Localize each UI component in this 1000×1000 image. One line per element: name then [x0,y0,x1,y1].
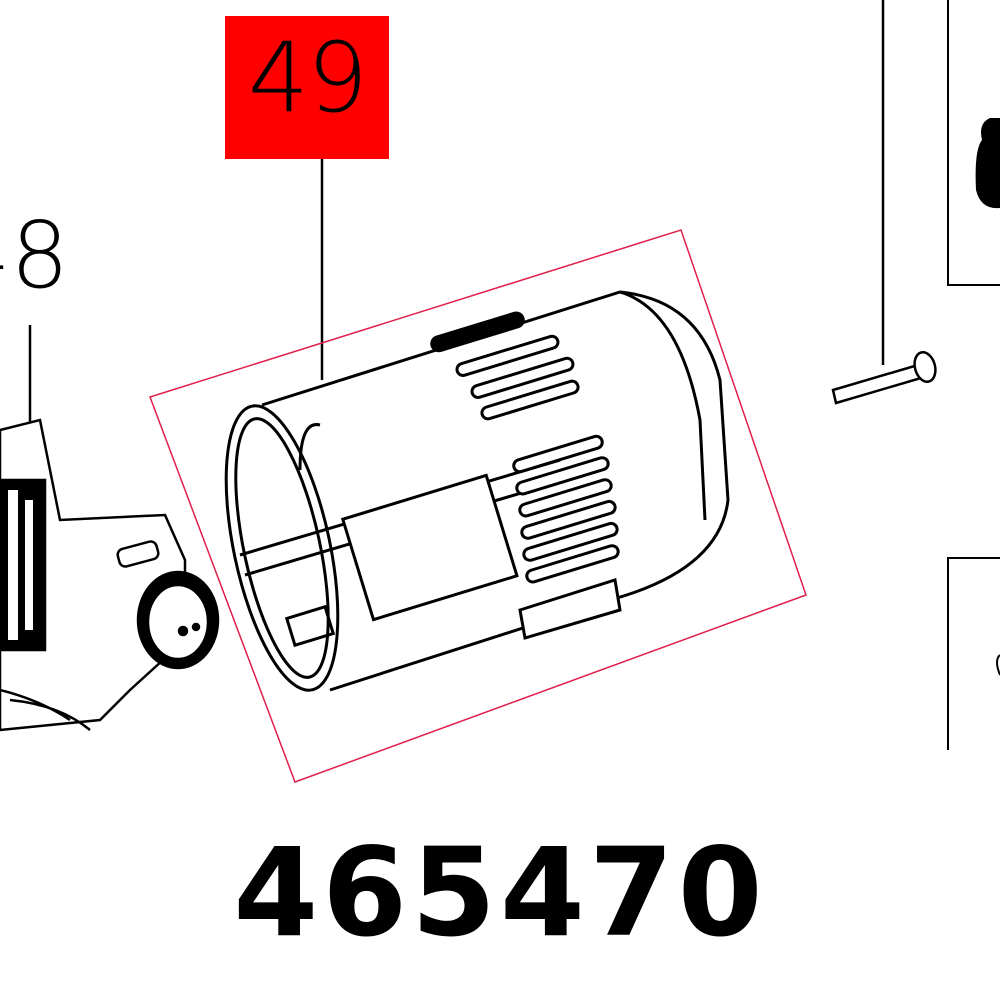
callout-48-label: 48 [0,202,70,309]
adjacent-detail-fragment [996,654,1000,676]
selection-frame [149,229,807,783]
part-number: 465470 [233,822,767,964]
housing-vents [430,311,620,584]
motor-housing-cover [224,290,730,692]
callout-49-label: 49 [247,22,368,134]
callout-49-highlight [225,16,389,159]
adjacent-motor-assembly [0,418,220,732]
adjacent-detail-part [975,118,1000,209]
screw [831,351,937,405]
adjacent-detail-frame-bottom [947,557,1000,750]
adjacent-detail-frame-top [947,0,1000,286]
